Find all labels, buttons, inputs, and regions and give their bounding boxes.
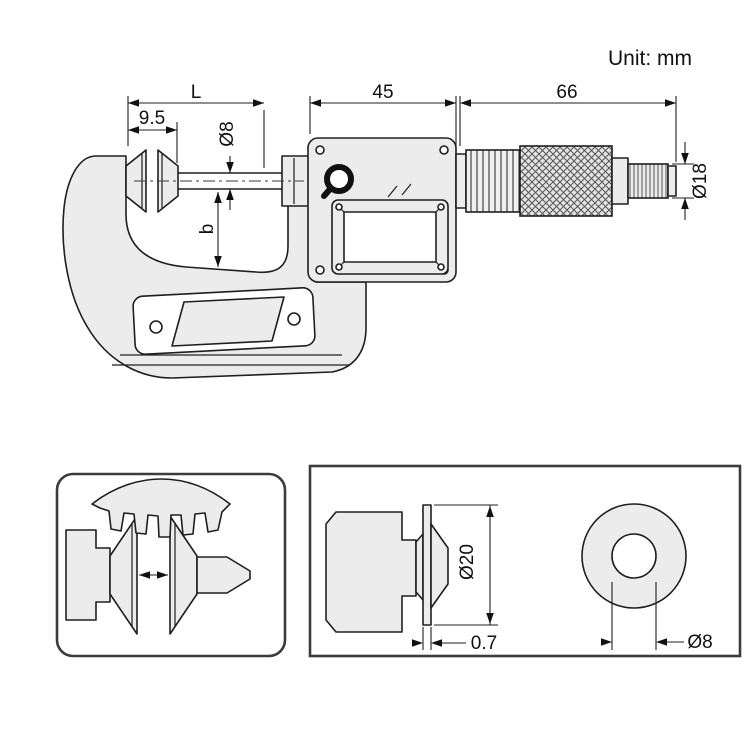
arrowhead <box>310 99 321 107</box>
disc-holder-block <box>325 511 417 633</box>
lcd-screen <box>343 211 437 263</box>
plate-screw-hole <box>287 312 301 326</box>
arrowhead <box>214 192 222 203</box>
disc-hub-front-view <box>611 533 657 579</box>
lock-lever <box>324 164 354 194</box>
arrowhead <box>445 99 456 107</box>
seam-mark <box>387 185 398 198</box>
dimension-45: 45 <box>309 82 457 146</box>
right-disc <box>169 515 198 635</box>
dimension-spindle-diameter: Ø8 <box>217 121 238 210</box>
bezel-screw <box>335 203 343 211</box>
left-disc <box>109 515 138 635</box>
dim-spindle-diameter-label: Ø8 <box>217 121 238 146</box>
thimble-step <box>611 157 629 205</box>
graduated-sleeve <box>465 149 521 213</box>
anvil-mount-block <box>65 529 111 621</box>
spindle-tip <box>196 556 251 594</box>
arrowhead <box>665 99 676 107</box>
dim-9-5-label: 9.5 <box>139 108 165 129</box>
dim-45-label: 45 <box>372 82 393 103</box>
unit-label: Unit: mm <box>608 47 692 70</box>
detail-box-disc-dimensions: Ø20 0.7 Ø8 <box>308 464 742 658</box>
dim-0-7-label: 0.7 <box>471 633 497 654</box>
sleeve-collar <box>455 153 467 209</box>
dimension-hub-diameter: Ø8 <box>601 582 713 653</box>
dim-b-label: b <box>197 224 218 235</box>
arrowhead <box>681 153 689 164</box>
dimension-throat-depth-b: b <box>197 192 222 267</box>
arrowhead <box>681 198 689 209</box>
dimension-L: L <box>127 82 265 168</box>
disc-hub-cone <box>430 523 449 609</box>
arrowhead <box>253 99 264 107</box>
disc-hub-step <box>415 533 424 601</box>
seam-mark <box>401 183 412 196</box>
detail-box-gear-measurement <box>55 472 287 658</box>
dimension-66: 66 <box>459 82 677 162</box>
bezel-screw <box>335 263 343 271</box>
dim-66-label: 66 <box>556 82 577 103</box>
dim-d20-label: Ø20 <box>457 544 478 580</box>
dimension-ratchet-diameter: Ø18 <box>672 142 711 220</box>
bezel-screw <box>437 263 445 271</box>
arrowhead <box>166 126 177 134</box>
arrowhead <box>226 162 234 173</box>
body-screw <box>439 145 449 155</box>
disc-rim-side-view <box>422 504 432 626</box>
body-screw <box>315 145 325 155</box>
arrowhead <box>128 126 139 134</box>
dim-L-label: L <box>191 82 202 103</box>
dim-d18-label: Ø18 <box>690 163 711 199</box>
plate-screw-hole <box>149 320 163 334</box>
ratchet-knob <box>627 163 669 199</box>
dim-d8-label: Ø8 <box>687 632 712 653</box>
arrowhead <box>128 99 139 107</box>
dimension-disc-thickness: 0.7 <box>412 627 497 654</box>
lock-lever-tail <box>321 185 334 199</box>
ratchet-end-cap <box>667 165 677 197</box>
arrowhead <box>214 256 222 267</box>
dimension-9-5: 9.5 <box>128 108 178 163</box>
body-screw <box>315 265 325 275</box>
micrometer-main-view: L 9.5 Ø8 45 <box>62 82 711 379</box>
arrowhead <box>226 189 234 200</box>
dimension-disc-diameter: Ø20 <box>434 504 498 626</box>
arrowhead <box>460 99 471 107</box>
bezel-screw <box>437 203 445 211</box>
name-plate-inset <box>171 296 285 347</box>
knurled-thimble <box>519 145 613 217</box>
gear-teeth <box>91 478 231 538</box>
